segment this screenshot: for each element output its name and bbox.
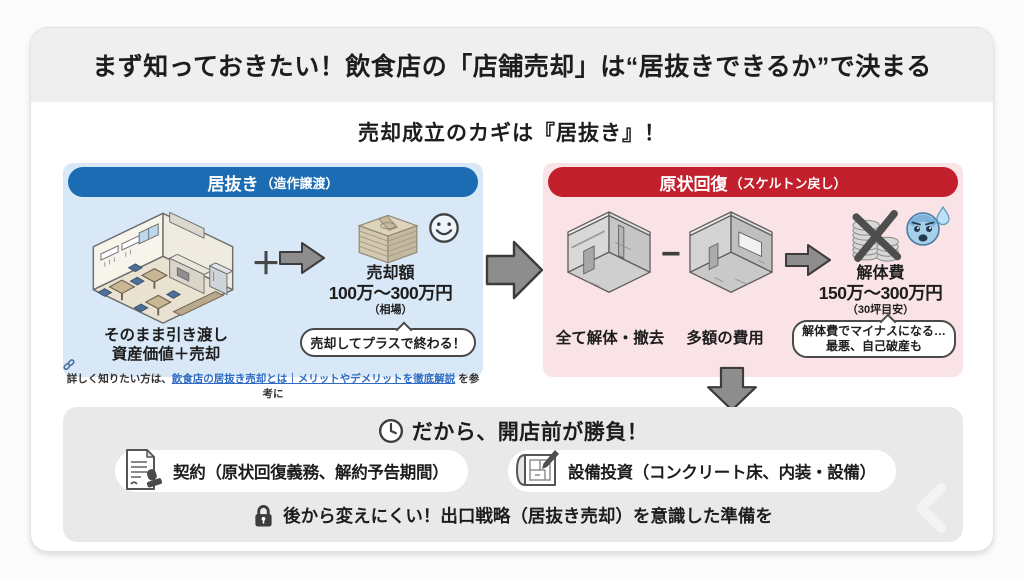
equipment-pill-label: 設備投資（コンクリート床、内装・設備） — [568, 464, 876, 482]
clock-icon — [378, 418, 403, 444]
genjo-header-main: 原状回復 — [659, 174, 728, 194]
skeleton-room-window-illustration — [689, 211, 773, 293]
demolition-label: 解体費 — [856, 265, 905, 282]
demolition-note: （30坪目安） — [846, 303, 915, 316]
lock-icon — [255, 505, 272, 527]
equipment-pill: 設備投資（コンクリート床、内装・設備） — [508, 449, 896, 492]
bottom-headline: だから、開店前が勝負！ — [411, 421, 649, 444]
exit-strategy-note: 後から変えにくい！出口戦略（居抜き売却）を意識した準備を — [283, 506, 773, 526]
center-arrow-icon — [485, 240, 544, 300]
sale-range: 100万〜300万円 — [328, 283, 453, 304]
plus-sign: ＋ — [251, 248, 281, 281]
sale-note: （相場） — [368, 303, 413, 316]
link-icon — [63, 359, 75, 370]
carousel-prev-chevron-icon[interactable] — [913, 483, 947, 533]
coin-stack-crossed-icon — [852, 210, 902, 262]
restaurant-room-illustration — [92, 211, 234, 324]
page-title: まず知っておきたい！飲食店の「店舗売却」は“居抜きできるか”で決まる — [92, 53, 932, 81]
contract-pill-label: 契約（原状回復義務、解約予告期間） — [173, 464, 449, 482]
cost-caption: 多額の費用 — [686, 330, 764, 347]
headline-row: だから、開店前が勝負！ — [63, 416, 963, 446]
right-arrow-icon — [785, 244, 831, 276]
inuki-panel-header: 居抜き （造作譲渡） — [68, 167, 478, 197]
minus-sign: − — [661, 235, 681, 273]
inuki-header-main: 居抜き — [207, 174, 259, 194]
lock-row: 後から変えにくい！出口戦略（居抜き売却）を意識した準備を — [63, 503, 963, 528]
blueprint-icon — [515, 449, 559, 486]
sale-label: 売却額 — [366, 265, 415, 282]
detail-link-row: 詳しく知りたい方は、飲食店の居抜き売却とは｜メリットやデメリットを徹底解説を参考… — [63, 359, 483, 401]
worried-face-icon — [906, 205, 950, 246]
demolition-value-block: 解体費 150万〜300万円 （30坪目安） — [813, 265, 948, 316]
genjo-panel: 原状回復 （スケルトン戻し） − — [543, 163, 963, 377]
down-arrow-icon — [707, 366, 757, 412]
smiley-face-icon — [429, 213, 459, 243]
bottom-panel: だから、開店前が勝負！ 契約（原状回復義務、解約予告期間） — [63, 407, 963, 542]
contract-icon — [126, 448, 163, 490]
link-prefix: 詳しく知りたい方は、 — [66, 373, 172, 385]
contract-pill: 契約（原状回復義務、解約予告期間） — [115, 448, 469, 492]
demolition-range: 150万〜300万円 — [818, 283, 943, 304]
genjo-panel-header: 原状回復 （スケルトン戻し） — [548, 167, 958, 197]
inuki-header-sub: （造作譲渡） — [260, 175, 339, 191]
subtitle: 売却成立のカギは『居抜き』！ — [358, 122, 666, 145]
banknote-stack-icon — [357, 214, 419, 264]
sale-value-block: 売却額 100万〜300万円 （相場） — [318, 265, 463, 316]
demolish-caption: 全て解体・撤去 — [555, 330, 665, 347]
genjo-header-sub: （スケルトン戻し） — [729, 175, 847, 191]
inuki-panel: 居抜き （造作譲渡） — [63, 163, 483, 400]
inuki-article-link[interactable]: 飲食店の居抜き売却とは｜メリットやデメリットを徹底解説 — [171, 373, 456, 385]
skeleton-room-door-illustration — [567, 211, 651, 293]
bankrupt-bubble: 解体費でマイナスになる… 最悪、自己破産も — [792, 320, 956, 358]
link-suffix: を参考に — [262, 373, 480, 400]
sale-positive-bubble: 売却してプラスで終わる！ — [300, 328, 476, 357]
handover-caption: そのまま引き渡し 資産価値＋売却 — [103, 327, 228, 363]
title-band: まず知っておきたい！飲食店の「店舗売却」は“居抜きできるか”で決まる — [31, 28, 993, 102]
right-arrow-icon — [279, 242, 325, 274]
